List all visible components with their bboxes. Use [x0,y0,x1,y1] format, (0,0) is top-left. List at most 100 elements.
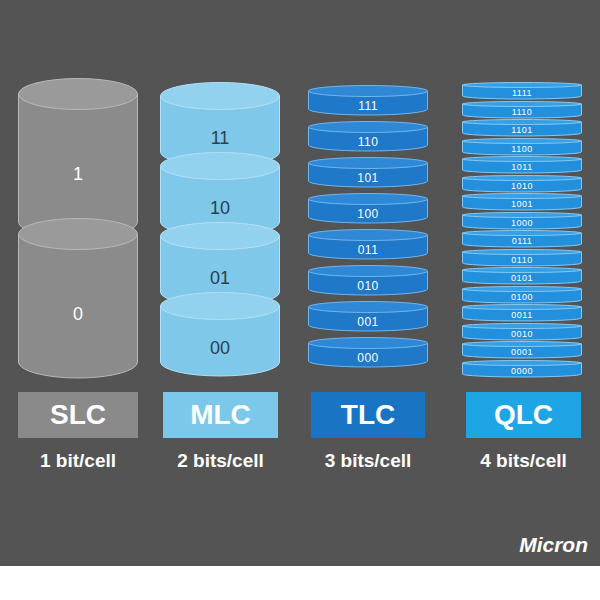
cylinder-top [309,194,428,205]
cylinder-top [309,122,428,133]
bit-value: 11 [160,129,280,147]
cylinder-top [463,231,582,236]
cylinder-top [463,212,582,217]
cell-cylinder: 010 [308,265,428,295]
cylinder-top [463,157,582,162]
cell-type-name: QLC [494,401,553,429]
cell-cylinder: 0101 [462,267,582,284]
cylinder-shape [160,292,280,376]
cell-cylinder: 1 [18,78,138,238]
cell-cylinder: 000 [308,337,428,367]
cylinder-top [463,83,582,88]
cell-cylinder: 0 [18,218,138,378]
cylinder-top [309,86,428,97]
cylinder-top [161,83,280,110]
cell-cylinder: 1101 [462,119,582,136]
bit-value: 0001 [462,348,582,357]
cell-cylinder: 101 [308,157,428,187]
cylinder-top [161,293,280,320]
bits-per-cell: 4 bits/cell [480,450,567,472]
cylinder-top [463,138,582,143]
cylinder-top [309,302,428,313]
bit-value: 100 [308,208,428,220]
cylinder-top [463,194,582,199]
bit-value: 001 [308,316,428,328]
cylinder-top [463,120,582,125]
bit-value: 1111 [462,89,582,98]
bit-value: 1100 [462,145,582,154]
bits-per-cell: 2 bits/cell [177,450,264,472]
cell-type-name: MLC [190,401,251,429]
cylinder-top [463,342,582,347]
cylinder-top [463,305,582,310]
cell-type-name: SLC [50,401,106,429]
cell-cylinder: 001 [308,301,428,331]
bit-value: 0011 [462,311,582,320]
bit-value: 0 [18,305,138,323]
bit-value: 0100 [462,293,582,302]
cell-cylinder: 1100 [462,138,582,155]
cylinder-top [463,286,582,291]
cell-cylinder: 0011 [462,304,582,321]
cell-type-box: TLC3 bits/cell [311,392,425,438]
cell-cylinder: 0100 [462,286,582,303]
cell-cylinder: 111 [308,85,428,115]
cell-type-box: SLC1 bit/cell [18,392,138,438]
cell-cylinder: 0111 [462,230,582,247]
cylinder-top [161,223,280,250]
bit-value: 011 [308,244,428,256]
cell-cylinder: 0000 [462,360,582,377]
cell-cylinder: 1000 [462,212,582,229]
cylinder-top [19,79,138,110]
cell-cylinder: 011 [308,229,428,259]
cell-cylinder: 100 [308,193,428,223]
bit-value: 1001 [462,200,582,209]
brand-logo: Micron [519,533,588,557]
cell-cylinder: 1111 [462,82,582,99]
panel-fill [0,0,600,566]
cell-cylinder: 00 [160,292,280,376]
bit-value: 0110 [462,256,582,265]
cell-cylinder: 0010 [462,323,582,340]
bit-value: 110 [308,136,428,148]
bit-value: 1000 [462,219,582,228]
bit-value: 1010 [462,182,582,191]
bit-value: 1011 [462,163,582,172]
bit-value: 1 [18,165,138,183]
cylinder-top [309,266,428,277]
cylinder-top [309,338,428,349]
cell-cylinder: 1001 [462,193,582,210]
bit-value: 0000 [462,367,582,376]
bit-value: 0111 [462,237,582,246]
bit-value: 111 [308,100,428,112]
cell-cylinder: 1110 [462,101,582,118]
bits-per-cell: 1 bit/cell [40,450,116,472]
cylinder-top [463,101,582,106]
cell-cylinder: 0110 [462,249,582,266]
cell-type-box: MLC2 bits/cell [163,392,278,438]
cylinder-top [463,249,582,254]
bit-value: 10 [160,199,280,217]
bit-value: 101 [308,172,428,184]
bit-value: 01 [160,269,280,287]
bit-value: 010 [308,280,428,292]
cylinder-top [309,230,428,241]
cell-cylinder: 110 [308,121,428,151]
cylinder-top [463,323,582,328]
cell-cylinder: 1011 [462,156,582,173]
cylinder-body [19,234,138,378]
cylinder-shape [18,218,138,378]
cell-type-box: QLC4 bits/cell [466,392,581,438]
bit-value: 1110 [462,108,582,117]
bit-value: 0010 [462,330,582,339]
cell-type-name: TLC [341,401,395,429]
cylinder-top [19,219,138,250]
cylinder-top [309,158,428,169]
bits-per-cell: 3 bits/cell [325,450,412,472]
bit-value: 0101 [462,274,582,283]
cylinder-top [463,360,582,365]
cylinder-shape [18,78,138,238]
cylinder-body [19,94,138,238]
bit-value: 000 [308,352,428,364]
